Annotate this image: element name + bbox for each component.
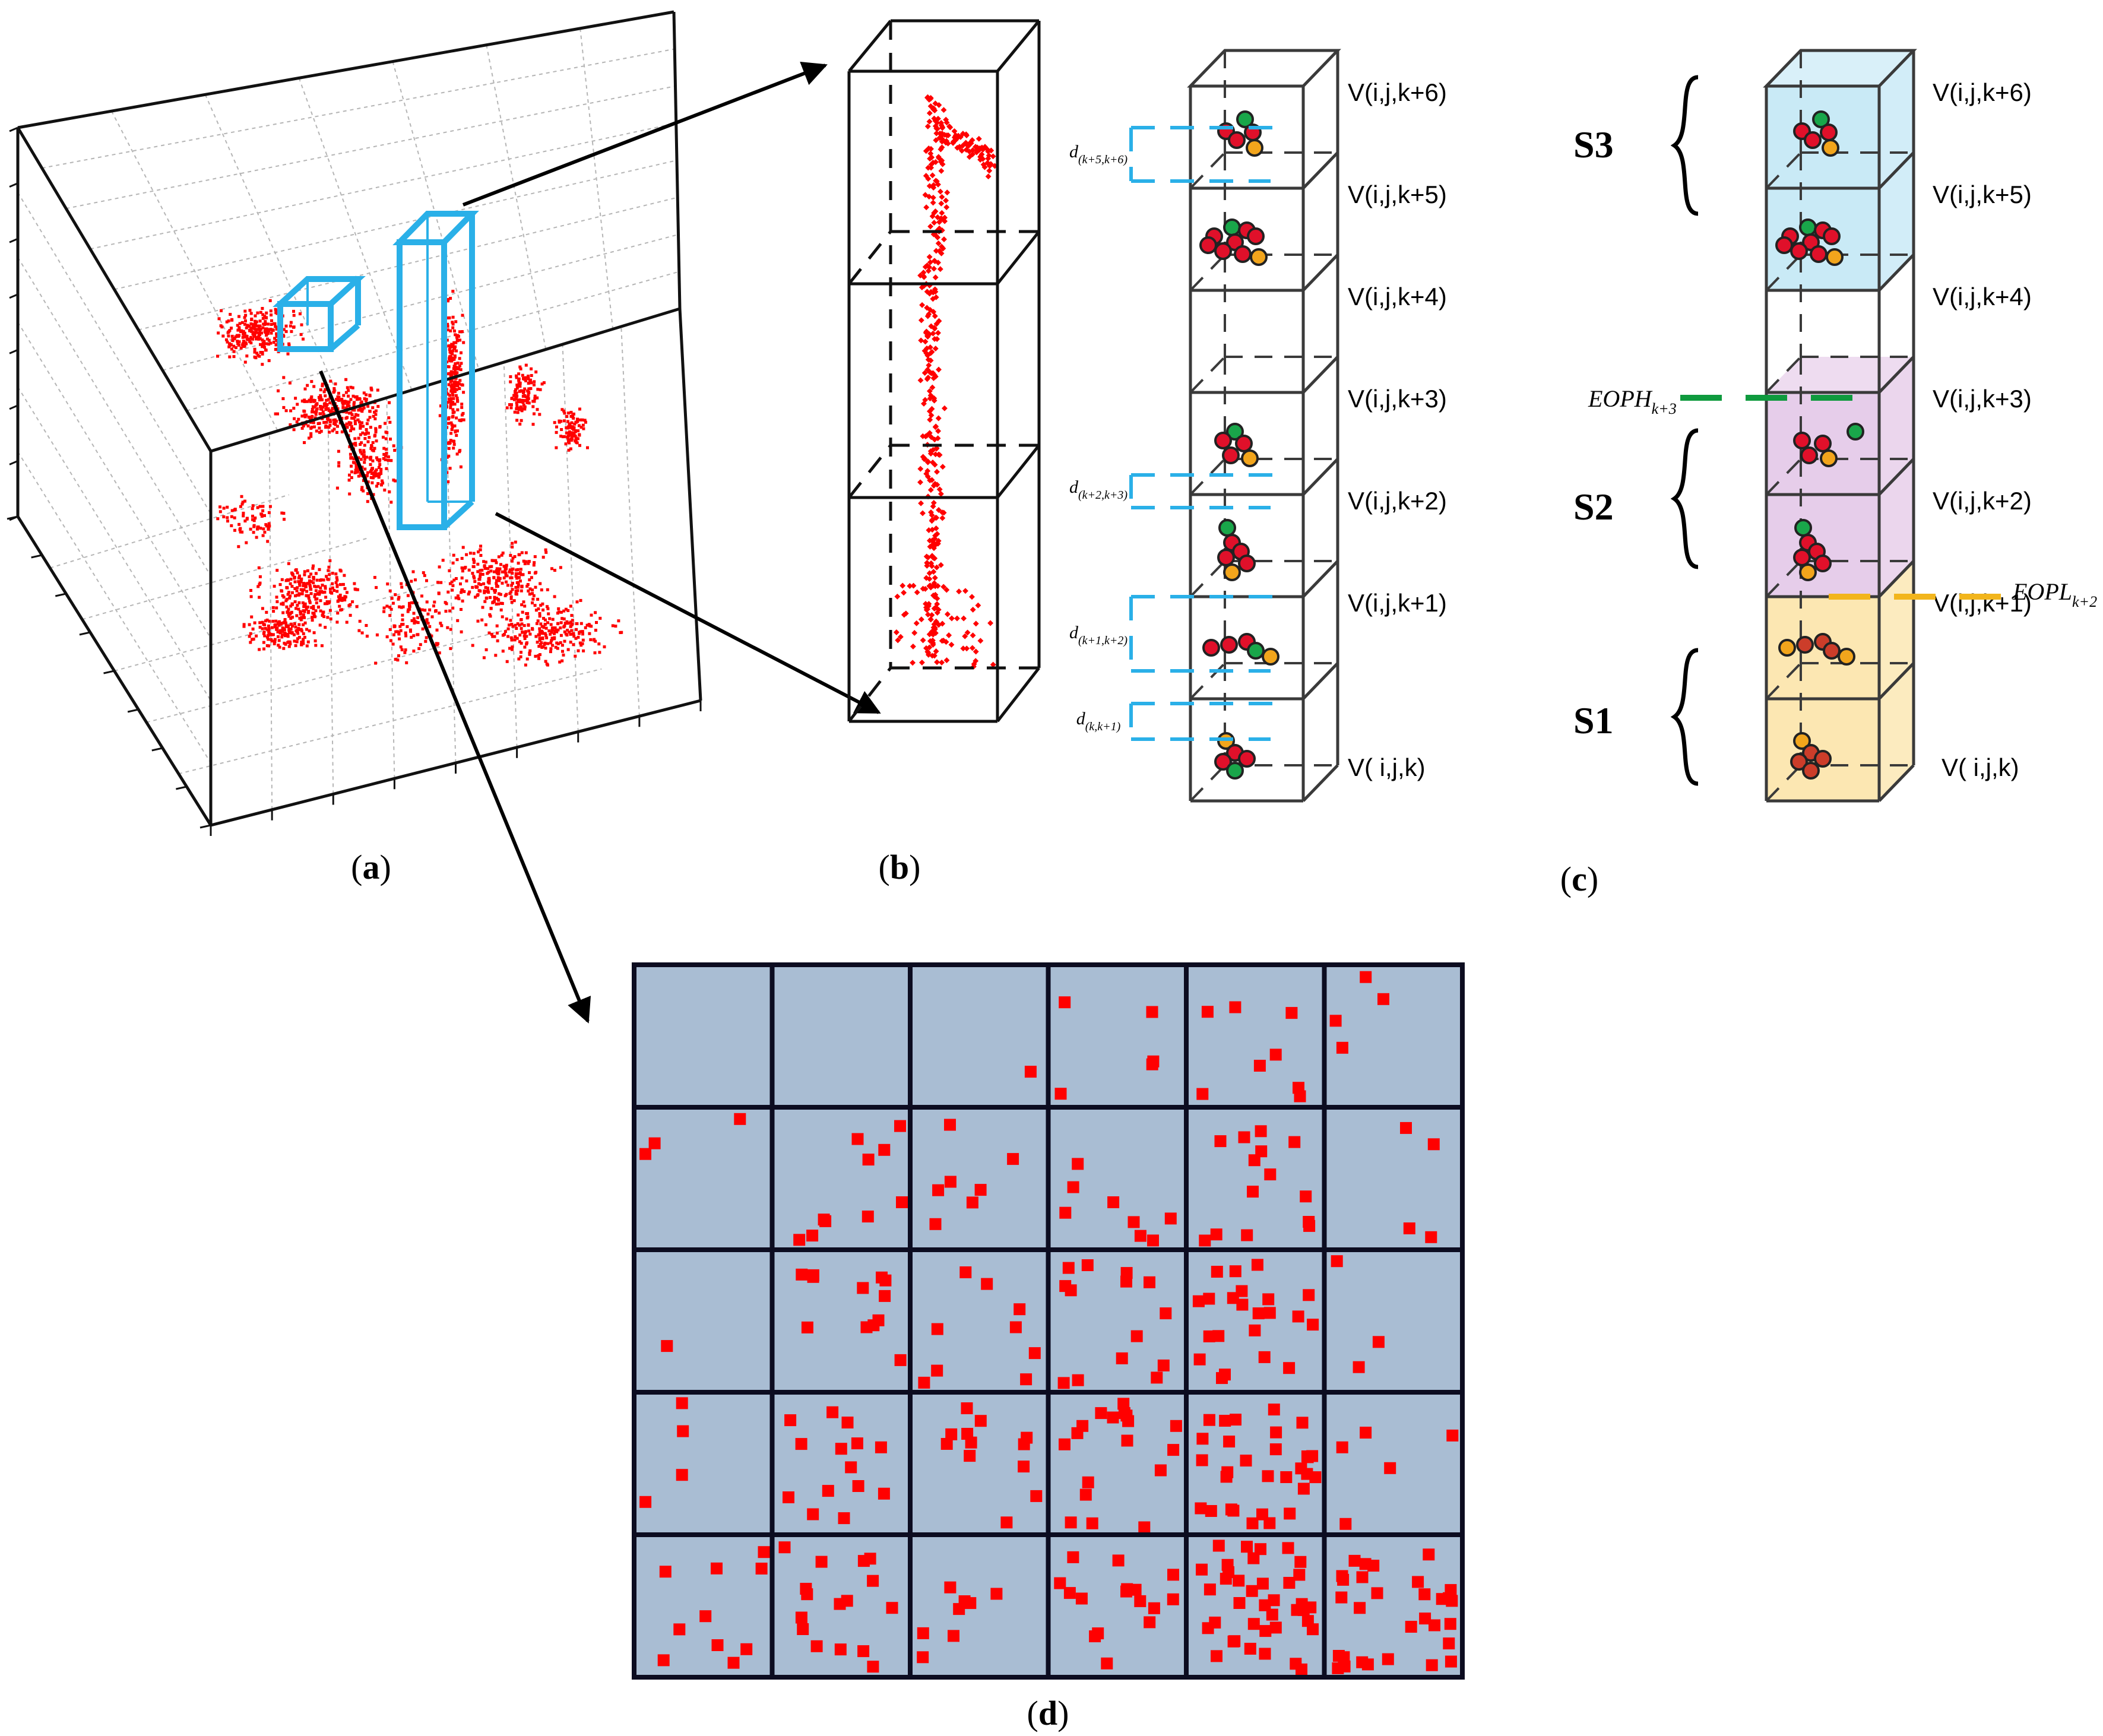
highlighted-single-voxel xyxy=(273,276,366,352)
voxel-label-right: V( i,j,k) xyxy=(1942,753,2019,781)
voxel-label-left: V(i,j,k+4) xyxy=(1348,283,1447,311)
highlighted-voxel-column xyxy=(392,211,479,530)
panel-b-points xyxy=(893,94,998,670)
segment-label: S3 xyxy=(1573,123,1614,166)
panel-d-label: (d) xyxy=(1027,1694,1069,1732)
distance-label: d(k+2,k+3) xyxy=(1069,477,1127,502)
distance-label: d(k,k+1) xyxy=(1076,709,1121,733)
panel-d-points xyxy=(639,971,1459,1675)
voxel-label-right: V(i,j,k+1) xyxy=(1933,589,2032,617)
distance-label: d(k+1,k+2) xyxy=(1069,623,1127,647)
panel-a-label: (a) xyxy=(351,848,391,886)
panel-c-voxel-column-left: V(i,j,k+6) V(i,j,k+5) V(i,j,k+4) V(i,j,k+3)… xyxy=(1187,49,1447,803)
panel-a-highlighted-voxels xyxy=(273,211,479,530)
voxel-label-right: V(i,j,k+3) xyxy=(1933,385,2032,413)
voxel-label-right: V(i,j,k+5) xyxy=(1933,180,2032,208)
voxel-label-right: V(i,j,k+6) xyxy=(1933,78,2032,106)
voxel-label-left: V( i,j,k) xyxy=(1348,753,1426,781)
eop-low-marker: EOPLk+2 xyxy=(1829,578,2097,610)
segment-label: S2 xyxy=(1573,486,1614,528)
panel-b-voxel-column-zoom: (b) xyxy=(847,19,1041,886)
panel-c-voxel-column-right: V(i,j,k+6) V(i,j,k+5) V(i,j,k+4) V(i,j,k+3)… xyxy=(1763,49,2032,803)
eop-high-label: EOPHk+3 xyxy=(1588,385,1677,417)
voxel-label-left: V(i,j,k+2) xyxy=(1348,487,1447,515)
voxel-label-left: V(i,j,k+6) xyxy=(1348,78,1447,106)
segment-label: S1 xyxy=(1573,699,1614,742)
panel-a-point-cloud: (a) xyxy=(7,10,881,1024)
panel-b-hidden-edges xyxy=(848,21,1039,723)
panel-d-grid-lines xyxy=(632,962,1465,1680)
eop-high-marker: EOPHk+3 xyxy=(1588,385,1852,417)
distance-label: d(k+5,k+6) xyxy=(1069,142,1127,166)
panel-c-label: (c) xyxy=(1560,860,1598,898)
voxel-label-left: V(i,j,k+1) xyxy=(1348,589,1447,617)
panel-b-column-outline xyxy=(847,19,1041,723)
voxel-label-right: V(i,j,k+4) xyxy=(1933,283,2032,311)
panel-c-vertical-segmentation: V(i,j,k+6) V(i,j,k+5) V(i,j,k+4) V(i,j,k+3)… xyxy=(1069,49,2097,898)
voxel-label-right: V(i,j,k+2) xyxy=(1933,487,2032,515)
panel-a-axis-ticks xyxy=(7,126,702,836)
panel-a-arrows xyxy=(319,61,881,1024)
panel-d-voxel-grid-topview: (d) xyxy=(632,962,1465,1732)
voxel-label-left: V(i,j,k+5) xyxy=(1348,180,1447,208)
panel-b-label: (b) xyxy=(879,848,921,886)
distance-markers: d(k+5,k+6) d(k+2,k+3) d(k+1,k+2) d(k,k+1) xyxy=(1069,126,1277,741)
eop-low-label: EOPLk+2 xyxy=(2012,578,2097,610)
voxel-label-left: V(i,j,k+3) xyxy=(1348,385,1447,413)
panel-a-point-cloud-points xyxy=(216,290,623,667)
